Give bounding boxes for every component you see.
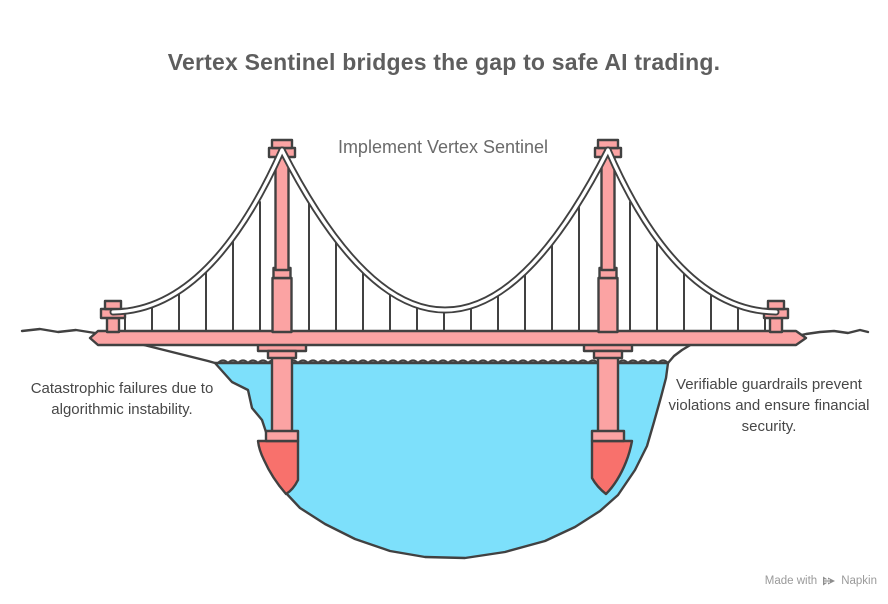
left-pier-pedestal bbox=[264, 429, 300, 443]
made-with-label: Made with bbox=[764, 575, 818, 587]
bridge-label-center: Implement Vertex Sentinel bbox=[337, 137, 549, 157]
napkin-logo-icon bbox=[822, 575, 836, 587]
water bbox=[213, 361, 670, 560]
right-pier-column bbox=[596, 355, 620, 435]
bridge-label-right: Verifiable guardrails prevent violations… bbox=[668, 376, 870, 435]
left-anchor-pylon bbox=[99, 299, 127, 334]
napkin-brand-label: Napkin bbox=[841, 575, 877, 587]
right-pier-footing-2 bbox=[592, 349, 624, 360]
main-cables bbox=[109, 146, 780, 316]
suspender-cables bbox=[124, 196, 766, 333]
right-pier-foundation bbox=[590, 439, 634, 496]
bridge-deck bbox=[88, 329, 808, 347]
left-pier-foundation bbox=[256, 439, 300, 496]
right-pier-pedestal bbox=[590, 429, 626, 443]
made-with-napkin-badge[interactable]: Made with Napkin bbox=[765, 573, 877, 589]
left-pier-column bbox=[270, 355, 294, 435]
page-title: Vertex Sentinel bridges the gap to safe … bbox=[167, 49, 721, 75]
bridge-label-left: Catastrophic failures due to algorithmic… bbox=[30, 380, 214, 418]
right-anchor-pylon bbox=[762, 299, 790, 334]
left-pier-footing-2 bbox=[266, 349, 298, 360]
